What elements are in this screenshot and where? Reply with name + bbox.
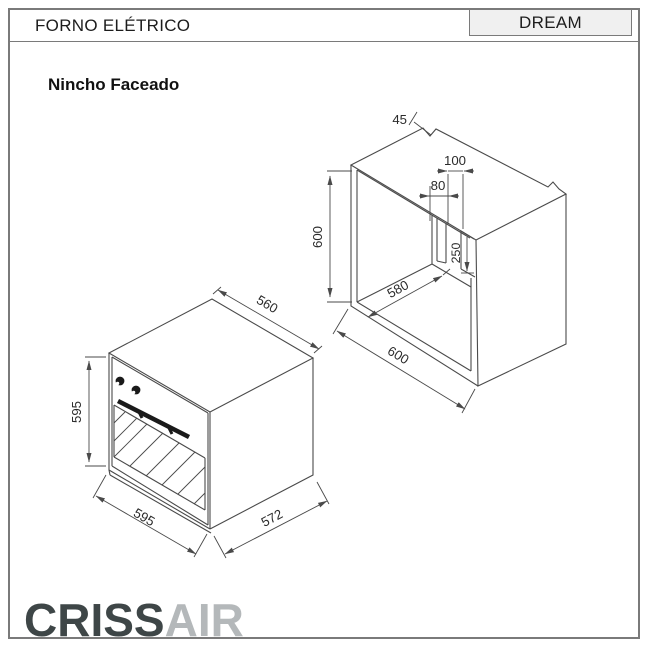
- niche-dim-cutout-height: 250: [449, 243, 463, 264]
- oven-dim-top-depth: 560: [254, 292, 281, 316]
- oven-dim-front-height: 595: [69, 401, 84, 423]
- page-title: FORNO ELÉTRICO: [35, 16, 191, 35]
- brand-logo: CRISSAIR: [24, 597, 244, 643]
- oven-dim-side-depth: 572: [259, 506, 285, 530]
- niche-drawing: 600 580 600 100 80 250: [310, 111, 568, 414]
- oven-dim-front-width: 595: [131, 505, 158, 529]
- niche-dim-height: 600: [310, 226, 325, 248]
- niche-dim-slot-inner: 80: [431, 178, 446, 193]
- niche-dim-notch: 45: [392, 112, 407, 127]
- section-title: Nincho Faceado: [48, 75, 180, 94]
- niche-dim-floor-depth: 580: [385, 277, 412, 301]
- oven-door-window: [113, 404, 206, 511]
- oven-door-handle: [116, 398, 191, 440]
- oven-drawing: 560 595 595 572: [69, 286, 330, 559]
- niche-dim-front-width: 600: [385, 343, 412, 367]
- header-row: FORNO ELÉTRICO: [8, 8, 640, 42]
- niche-dim-slot-outer: 100: [444, 153, 466, 168]
- brand-logo-primary: CRISS: [24, 594, 165, 646]
- model-badge: DREAM: [469, 9, 632, 36]
- brand-logo-secondary: AIR: [164, 594, 244, 646]
- model-name: DREAM: [519, 12, 582, 32]
